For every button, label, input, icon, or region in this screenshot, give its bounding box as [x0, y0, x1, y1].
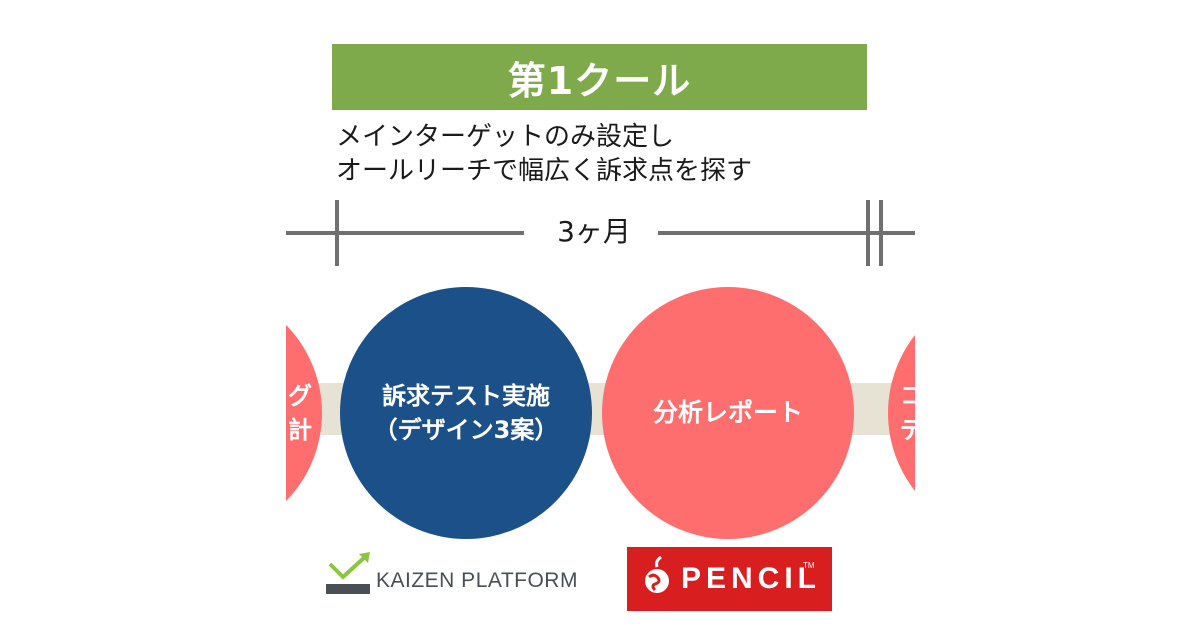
- description-line-2: オールリーチで幅広く訴求点を探す: [336, 156, 753, 186]
- phase-title-banner: 第1クール: [332, 44, 867, 110]
- test-step-line-1: 訴求テスト実施: [382, 382, 550, 410]
- next-step-line-1: コ: [900, 382, 915, 410]
- test-step-circle: 訴求テスト実施 （デザイン3案）: [340, 287, 592, 539]
- pencil-logo: PENCIL TM: [627, 547, 832, 611]
- report-step-label: 分析レポート: [652, 398, 803, 427]
- report-step-circle: 分析レポート: [602, 287, 854, 539]
- previous-step-line-1: グ: [288, 382, 312, 410]
- pencil-globe-icon: [645, 555, 669, 593]
- kaizen-platform-logo: KAIZEN PLATFORM: [326, 550, 616, 600]
- phase-description: メインターゲットのみ設定し オールリーチで幅広く訴求点を探す: [336, 120, 876, 188]
- pencil-trademark: TM: [803, 561, 815, 570]
- phase-title: 第1クール: [507, 58, 692, 103]
- test-step-line-2: （デザイン3案）: [373, 416, 559, 444]
- previous-step-line-2: 計: [288, 416, 312, 444]
- previous-step-circle: グ 計: [286, 287, 326, 539]
- next-step-line-2: デ: [900, 416, 915, 444]
- kaizen-logo-icon: [326, 552, 370, 594]
- duration-label: 3ヶ月: [557, 215, 631, 248]
- next-step-circle: コ デ: [888, 287, 915, 539]
- pencil-logo-text: PENCIL: [681, 562, 822, 595]
- description-line-1: メインターゲットのみ設定し: [336, 122, 675, 152]
- kaizen-logo-text: KAIZEN PLATFORM: [376, 569, 578, 592]
